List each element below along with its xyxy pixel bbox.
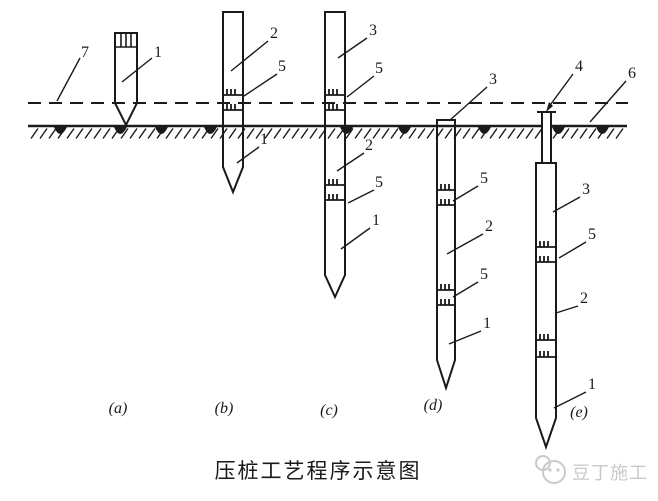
part-label: 5 [375,60,383,77]
pile-e-body [535,162,557,451]
pile-b-body [222,11,244,195]
stage-label-e: (e) [570,404,588,421]
stage-label-d: (d) [424,397,443,414]
part-label: 1 [588,376,596,393]
docin-logo-icon [535,455,566,484]
part-label: 4 [575,58,583,75]
stage-label-b: (b) [215,400,234,417]
watermark: 豆丁施工 [535,455,648,484]
part-label: 1 [372,212,380,229]
pile-a-body [114,32,138,128]
part-label: 5 [375,174,383,191]
part-label: 2 [270,25,278,42]
part-label: 3 [489,71,497,88]
part-label: 5 [278,58,286,75]
pile-d-body [436,119,456,392]
leader-arrowhead [546,102,553,112]
pile-e-follower-mask [542,112,551,163]
part-label: 1 [260,131,268,148]
part-label: 3 [369,22,377,39]
part-label: 7 [81,44,89,61]
part-label: 5 [588,226,596,243]
part-label: 2 [485,218,493,235]
figure-caption: 压桩工艺程序示意图 [215,459,422,483]
part-label: 1 [483,315,491,332]
watermark-text: 豆丁施工 [572,463,648,483]
part-label: 5 [480,170,488,187]
pile-joint-weld-marks [223,89,556,358]
pile-e [535,111,557,451]
pile-c-body [324,11,346,300]
part-label: 2 [365,137,373,154]
pile-a-cap-hatch [115,34,137,48]
annotation-leader-lines [56,37,627,409]
part-label: 6 [628,65,636,82]
stage-label-a: (a) [109,400,128,417]
part-label: 1 [154,44,162,61]
part-label: 5 [480,266,488,283]
ground-tufts [54,127,609,134]
pile-e-follower-rod [537,111,556,163]
ground-surface [28,124,627,139]
stage-label-c: (c) [320,402,338,419]
pile-a [114,32,138,128]
part-label: 3 [582,181,590,198]
part-labels: 7 1 2 5 1 3 5 2 5 1 3 5 2 5 1 4 6 3 5 2 … [81,22,636,393]
part-label: 2 [580,290,588,307]
stage-labels: (a) (b) (c) (d) (e) [109,397,588,421]
